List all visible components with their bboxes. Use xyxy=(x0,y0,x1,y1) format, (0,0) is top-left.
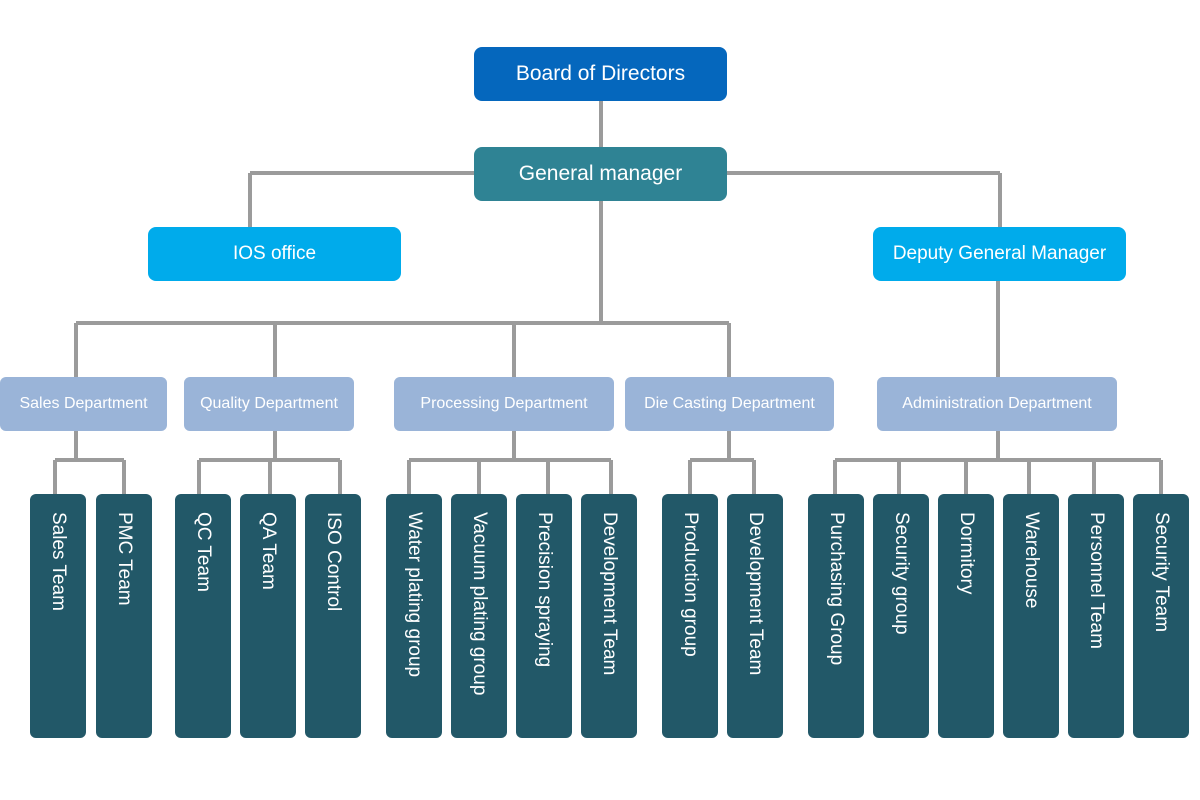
team-box: PMC Team xyxy=(96,494,152,738)
team-box: Dormitory xyxy=(938,494,994,738)
team-label: Purchasing Group xyxy=(826,512,847,666)
board-of-directors-label: Board of Directors xyxy=(515,62,686,85)
team-box: Production group xyxy=(662,494,718,738)
ios-office-box: IOS office xyxy=(148,227,401,281)
team-box: Personnel Team xyxy=(1068,494,1124,738)
team-label: QA Team xyxy=(258,512,279,590)
team-label: Development Team xyxy=(745,512,766,676)
department-label: Administration Department xyxy=(902,395,1092,412)
department-label: Sales Department xyxy=(19,395,148,412)
team-box: Purchasing Group xyxy=(808,494,864,738)
team-label: Development Team xyxy=(599,512,620,676)
team-box: Precision spraying xyxy=(516,494,572,738)
team-label: Water plating group xyxy=(404,512,425,678)
department-label: Processing Department xyxy=(420,395,588,412)
team-label: PMC Team xyxy=(114,512,135,606)
team-box: Security Team xyxy=(1133,494,1189,738)
team-label: Sales Team xyxy=(48,512,69,611)
team-label: Vacuum plating group xyxy=(469,512,490,696)
team-label: Security Team xyxy=(1151,512,1172,633)
team-box: Development Team xyxy=(727,494,783,738)
department-box: Processing Department xyxy=(394,377,614,431)
team-box: Water plating group xyxy=(386,494,442,738)
team-box: Sales Team xyxy=(30,494,86,738)
team-label: Security group xyxy=(891,512,912,635)
team-box: Vacuum plating group xyxy=(451,494,507,738)
team-label: Personnel Team xyxy=(1086,512,1107,649)
team-label: Dormitory xyxy=(956,512,977,595)
deputy-general-manager-label: Deputy General Manager xyxy=(892,243,1107,264)
team-label: Production group xyxy=(680,512,701,657)
general-manager-box: General manager xyxy=(474,147,727,201)
general-manager-label: General manager xyxy=(518,162,683,185)
team-label: ISO Control xyxy=(323,512,344,612)
ios-office-label: IOS office xyxy=(232,243,317,264)
team-label: QC Team xyxy=(193,512,214,592)
department-box: Administration Department xyxy=(877,377,1117,431)
board-of-directors-box: Board of Directors xyxy=(474,47,727,101)
team-box: Security group xyxy=(873,494,929,738)
team-box: Warehouse xyxy=(1003,494,1059,738)
department-label: Die Casting Department xyxy=(644,395,815,412)
team-label: Precision spraying xyxy=(534,512,555,668)
department-box: Sales Department xyxy=(0,377,167,431)
team-label: Warehouse xyxy=(1021,512,1042,609)
team-box: QA Team xyxy=(240,494,296,738)
deputy-general-manager-box: Deputy General Manager xyxy=(873,227,1126,281)
department-box: Die Casting Department xyxy=(625,377,834,431)
department-label: Quality Department xyxy=(200,395,338,412)
department-box: Quality Department xyxy=(184,377,354,431)
team-box: Development Team xyxy=(581,494,637,738)
team-box: ISO Control xyxy=(305,494,361,738)
team-box: QC Team xyxy=(175,494,231,738)
